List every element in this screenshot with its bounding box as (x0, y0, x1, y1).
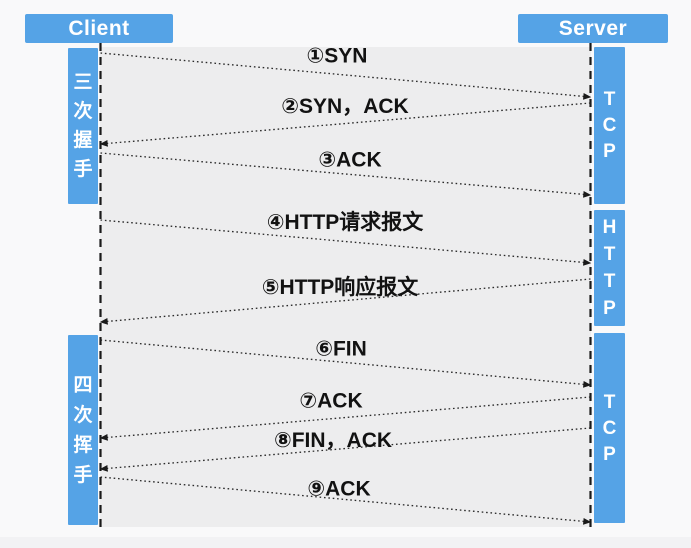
message-label-4: ④HTTP请求报文 (266, 211, 424, 234)
message-arrow-8 (99, 427, 591, 472)
message-label-2: ②SYN，ACK (281, 95, 409, 118)
message-arrow-6 (100, 339, 592, 388)
message-arrow-7 (99, 396, 591, 441)
bar-char: 三 (73, 72, 93, 93)
message-label-8: ⑧FIN，ACK (273, 429, 393, 452)
bar-char: 挥 (73, 434, 93, 456)
bar-char: T (603, 391, 616, 413)
bar-char: T (603, 89, 616, 110)
bar-char: 次 (73, 404, 93, 426)
bar-char: C (602, 115, 617, 136)
message-label-5: ⑤HTTP响应报文 (261, 276, 419, 299)
bar-char: 四 (73, 374, 93, 396)
bar-char: 次 (73, 101, 93, 122)
message-arrow-5 (99, 278, 591, 325)
bar-char: 握 (73, 130, 93, 151)
server-actor-box: Server (518, 14, 668, 43)
bar-char: 手 (73, 464, 93, 486)
message-label-6: ⑥FIN (315, 337, 367, 361)
bar-char: P (603, 141, 616, 162)
message-arrow-2 (99, 102, 591, 147)
bar-char: T (603, 271, 616, 292)
client-actor-box: Client (25, 14, 173, 43)
message-arrow-9 (100, 476, 592, 525)
phase-bar-four-way-wave: 四次挥手 (68, 335, 98, 525)
message-label-3: ③ACK (318, 148, 382, 172)
bar-char: C (602, 417, 617, 439)
bar-char: P (603, 298, 616, 319)
message-arrow-1 (100, 52, 592, 100)
server-label: Server (558, 16, 628, 40)
message-arrows (99, 52, 592, 525)
bar-char: T (603, 244, 616, 265)
bar-char: 手 (73, 159, 93, 180)
message-label-1: ①SYN (306, 44, 368, 68)
message-arrow-4 (100, 219, 592, 266)
message-label-7: ⑦ACK (299, 389, 363, 413)
message-label-9: ⑨ACK (307, 477, 371, 501)
bar-char: H (602, 217, 617, 238)
diagram-stage-background (100, 47, 591, 527)
phase-bar-three-way-handshake: 三次握手 (68, 48, 98, 204)
footer-strip (0, 537, 691, 548)
bar-char: P (603, 443, 616, 465)
lifelines (99, 43, 592, 529)
message-arrow-3 (100, 152, 592, 198)
client-label: Client (68, 16, 130, 40)
